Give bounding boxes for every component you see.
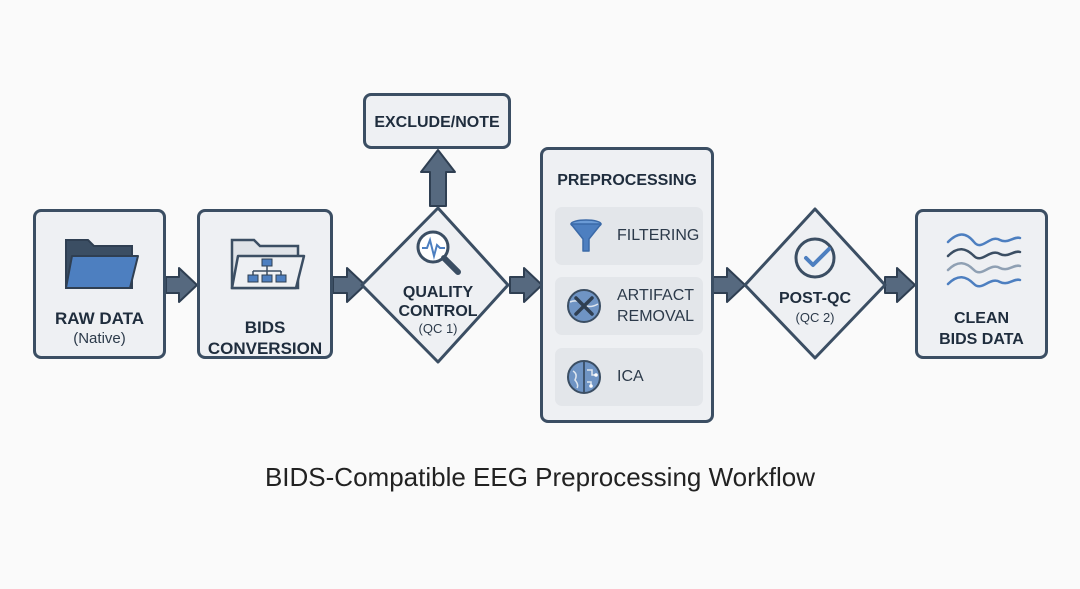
ica-label-line1: ICA xyxy=(617,368,644,385)
quality-control-label-line1: QUALITY xyxy=(402,284,474,301)
waves-icon xyxy=(946,233,1022,288)
quality-control-label-line2: CONTROL xyxy=(398,303,478,320)
exclude-note-node: EXCLUDE/NOTE xyxy=(363,93,511,149)
diagram-title: BIDS-Compatible EEG Preprocessing Workfl… xyxy=(264,462,816,492)
post-qc-label: POST-QC xyxy=(778,290,851,307)
arrow-bids-to-qc xyxy=(332,267,366,303)
preprocessing-node: PREPROCESSING FILTERING ARTIFACT REMOVAL… xyxy=(540,147,714,423)
raw-data-node: RAW DATA (Native) xyxy=(33,209,166,359)
clean-data-label-line2: BIDS DATA xyxy=(939,331,1024,348)
bids-conversion-label-line2: CONVERSION xyxy=(207,339,323,358)
post-qc-diamond xyxy=(743,207,887,360)
brain-circuit-icon xyxy=(567,360,601,394)
arrow-raw-to-bids xyxy=(165,267,198,303)
post-qc-text: POST-QC (QC 2) xyxy=(755,289,875,326)
preprocessing-step-ica: ICA xyxy=(555,348,703,406)
preprocessing-step-artifact-removal: ARTIFACT REMOVAL xyxy=(555,277,703,335)
arrow-qc-to-preprocessing xyxy=(509,267,543,303)
artifact-removal-label-line2: REMOVAL xyxy=(617,308,695,325)
quality-control-sublabel: (QC 1) xyxy=(418,321,458,336)
clean-data-label-line1: CLEAN xyxy=(953,310,1010,327)
magnifier-waveform-icon xyxy=(416,230,461,275)
quality-control-diamond xyxy=(360,206,510,364)
raw-data-label: RAW DATA xyxy=(54,309,145,328)
arrow-postqc-to-clean xyxy=(884,267,916,303)
clean-bids-data-node: CLEAN BIDS DATA xyxy=(915,209,1048,359)
arrow-qc-to-exclude xyxy=(420,149,456,207)
post-qc-sublabel: (QC 2) xyxy=(795,310,835,325)
filtering-label-line1: FILTERING xyxy=(617,227,700,244)
quality-control-text: QUALITY CONTROL (QC 1) xyxy=(378,283,498,337)
head-cross-icon xyxy=(567,289,601,323)
bids-conversion-node: BIDS CONVERSION xyxy=(197,209,333,359)
check-circle-icon xyxy=(794,237,836,279)
raw-data-sublabel: (Native) xyxy=(73,330,126,347)
funnel-icon xyxy=(570,219,602,252)
preprocessing-step-filtering: FILTERING xyxy=(555,207,703,265)
folder-icon xyxy=(65,239,139,289)
bids-conversion-label-line1: BIDS xyxy=(244,318,286,337)
artifact-removal-label-line1: ARTIFACT xyxy=(617,287,695,304)
folder-hierarchy-icon xyxy=(230,238,306,290)
arrow-preprocessing-to-postqc xyxy=(712,267,746,303)
preprocessing-label: PREPROCESSING xyxy=(557,172,697,189)
exclude-note-label: EXCLUDE/NOTE xyxy=(374,114,500,131)
